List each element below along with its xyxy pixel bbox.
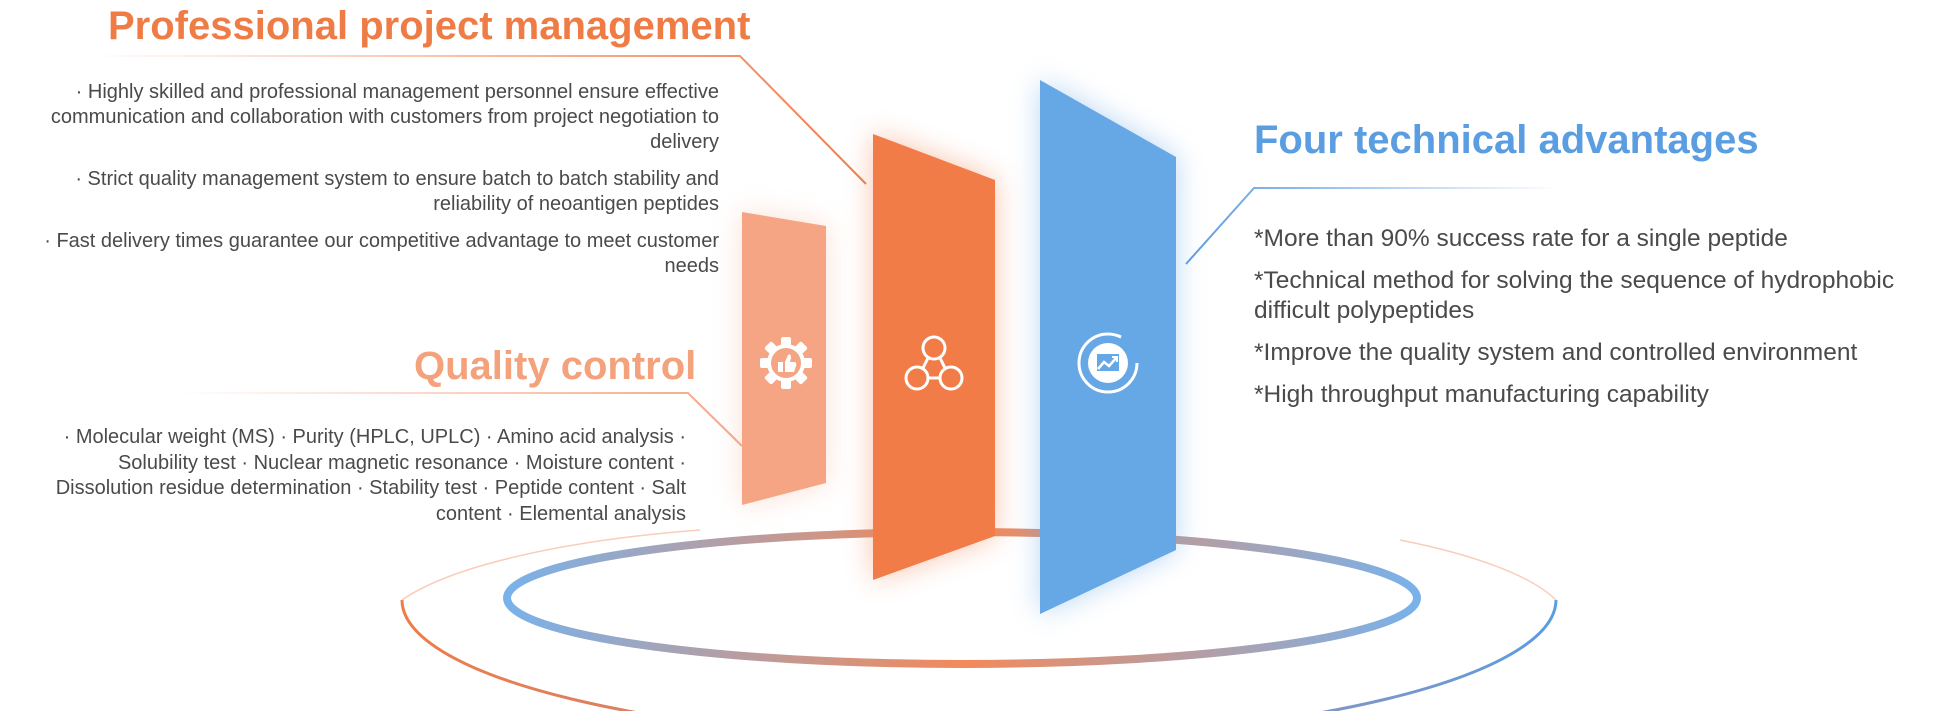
project-management-title: Professional project management [108,4,751,48]
growth-chart-icon [1077,332,1139,394]
project-management-panel [873,134,995,580]
inner-ring [503,528,1421,668]
network-nodes-icon [904,335,964,391]
advantage-item: *More than 90% success rate for a single… [1254,225,1788,252]
technical-advantages-list: *More than 90% success rate for a single… [1254,224,1930,422]
connector-quality [180,392,743,447]
quality-control-text: · Molecular weight (MS) · Purity (HPLC, … [55,426,686,525]
connector-project [90,55,867,185]
advantage-item: *High throughput manufacturing capabilit… [1254,381,1709,408]
quality-control-panel [742,212,826,505]
project-bullet: · Highly skilled and professional manage… [50,81,719,153]
connector-advantages [1185,187,1560,265]
project-bullet: · Fast delivery times guarantee our comp… [44,230,719,277]
quality-control-title: Quality control [414,344,697,388]
technical-advantages-title: Four technical advantages [1254,118,1759,162]
project-management-bullets: · Highly skilled and professional manage… [8,80,719,291]
gear-thumb-icon [760,337,812,389]
advantage-item: *Technical method for solving the sequen… [1254,267,1895,324]
advantage-item: *Improve the quality system and controll… [1254,339,1858,366]
project-bullet: · Strict quality management system to en… [75,168,719,215]
